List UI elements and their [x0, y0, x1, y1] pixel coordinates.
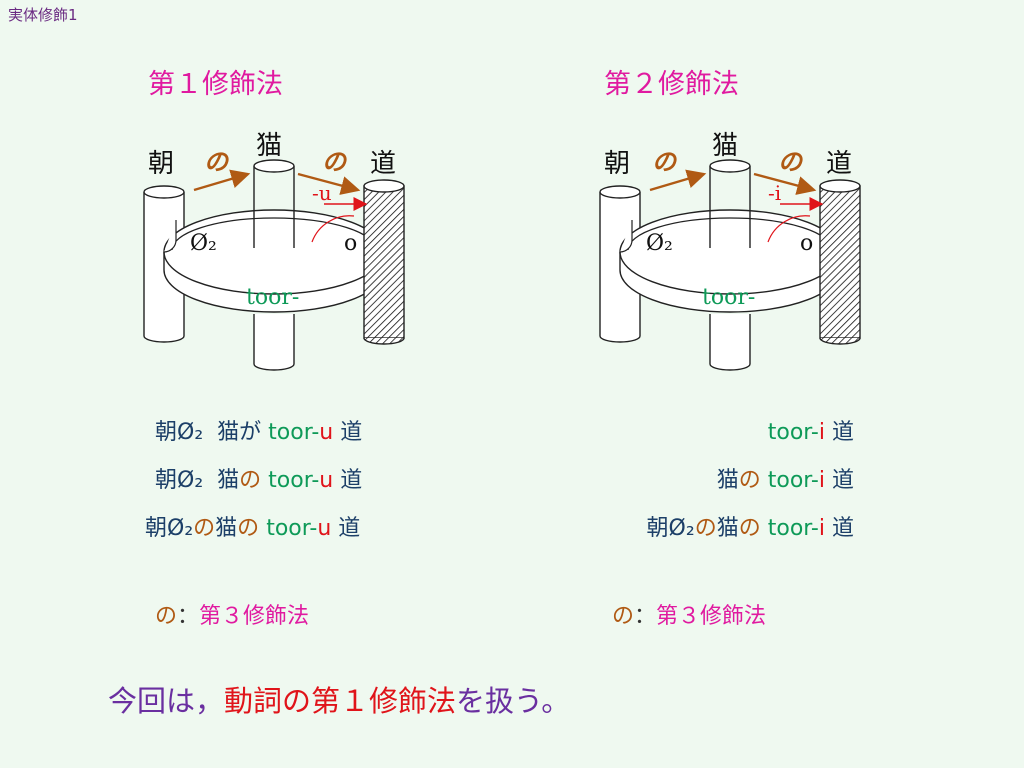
pillar-right	[363, 185, 405, 339]
label-o: o	[344, 231, 357, 256]
right-diagram: 朝 猫 道 の の -i Ø₂ o toor-	[588, 120, 888, 380]
label-suffix: -i	[768, 181, 781, 205]
pillar-center	[253, 166, 295, 248]
label-morning: 朝	[148, 149, 174, 179]
arrow-cat-road	[753, 172, 817, 195]
label-zero: Ø₂	[190, 231, 217, 256]
right-example-1: toor-i 道	[767, 420, 854, 445]
left-example-2: 朝Ø₂ 猫の toor-u 道	[155, 468, 363, 493]
label-stem: toor-	[246, 285, 299, 310]
right-example-3: 朝Ø₂の猫の toor-i 道	[646, 516, 854, 541]
label-cat: 猫	[712, 131, 738, 161]
right-diagram-svg: 朝 猫 道 の の -i Ø₂ o toor-	[599, 131, 861, 371]
left-note: の：第３修飾法	[155, 604, 310, 629]
arrow-cat-road	[297, 172, 361, 195]
left-diagram: 朝 猫 道 の の -u Ø₂ o toor-	[132, 120, 432, 380]
particle-no-1: の	[204, 148, 230, 176]
left-example-3: 朝Ø₂の猫の toor-u 道	[145, 516, 361, 541]
right-note: の：第３修飾法	[612, 604, 767, 629]
right-example-2: 猫の toor-i 道	[716, 468, 854, 493]
arrow-morning-cat	[193, 169, 251, 192]
label-stem: toor-	[702, 285, 755, 310]
arc-suffix	[311, 215, 355, 243]
pillar-left-top	[143, 185, 185, 199]
right-title: 第２修飾法	[604, 69, 739, 100]
label-cat: 猫	[256, 131, 282, 161]
particle-no-2: の	[322, 148, 348, 176]
arrow-morning-cat	[649, 169, 707, 192]
bottom-statement: 今回は，動詞の第１修飾法を扱う。	[108, 684, 571, 718]
left-title: 第１修飾法	[148, 69, 283, 100]
label-o: o	[800, 231, 813, 256]
particle-no-1: の	[652, 148, 678, 176]
arc-suffix	[767, 215, 811, 243]
label-zero: Ø₂	[646, 231, 673, 256]
pillar-center	[709, 166, 751, 248]
particle-no-2: の	[778, 148, 804, 176]
pillar-center-top	[253, 159, 295, 173]
pillar-right	[819, 185, 861, 339]
label-suffix: -u	[312, 181, 332, 205]
left-example-1: 朝Ø₂ 猫が toor-u 道	[155, 420, 363, 445]
slide-label: 実体修飾1	[8, 6, 78, 24]
left-diagram-svg: 朝 猫 道 の の -u Ø₂ o toor-	[143, 131, 405, 371]
label-road: 道	[826, 149, 852, 179]
label-morning: 朝	[604, 149, 630, 179]
label-road: 道	[370, 149, 396, 179]
